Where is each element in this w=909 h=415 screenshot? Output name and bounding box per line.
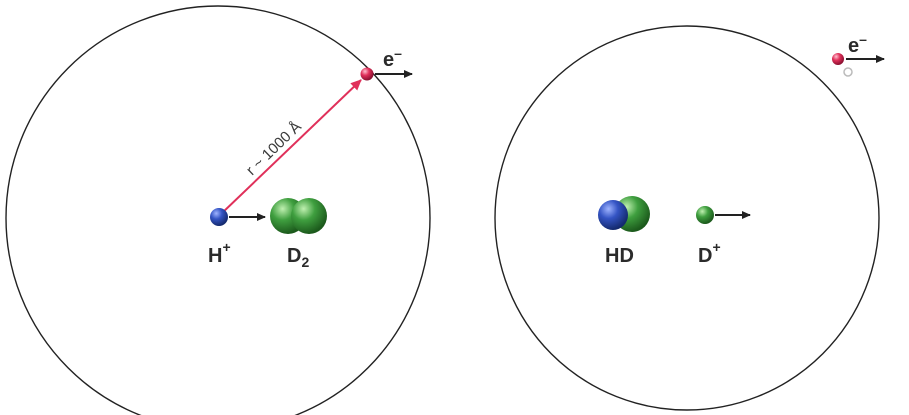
hydrogen-ion-label: H+ (208, 239, 231, 267)
electron-label: e– (383, 45, 402, 71)
radius-arrow (220, 79, 362, 215)
hydrogen-atom-icon (210, 208, 228, 226)
radius-label: r ~ 1000 Å (243, 118, 305, 179)
hd-molecule (598, 196, 650, 232)
electron-trail-icon (843, 67, 853, 77)
right-panel: e– HD D+ (494, 25, 885, 411)
d2-molecule (270, 198, 327, 234)
deuterium-ion-label: D+ (698, 239, 721, 267)
d2-label: D2 (287, 245, 309, 270)
electron-icon (360, 67, 374, 81)
hydrogen-atom-icon (598, 200, 628, 230)
electron-label: e– (848, 31, 867, 57)
rydberg-orbit-left (5, 5, 431, 415)
rydberg-orbit-right (494, 25, 880, 411)
deuterium-atom-icon (696, 206, 714, 224)
deuterium-atom-icon (291, 198, 327, 234)
left-panel: r ~ 1000 Å e– H+ D2 (5, 5, 431, 415)
hd-label: HD (605, 245, 634, 267)
electron-icon (832, 53, 844, 65)
